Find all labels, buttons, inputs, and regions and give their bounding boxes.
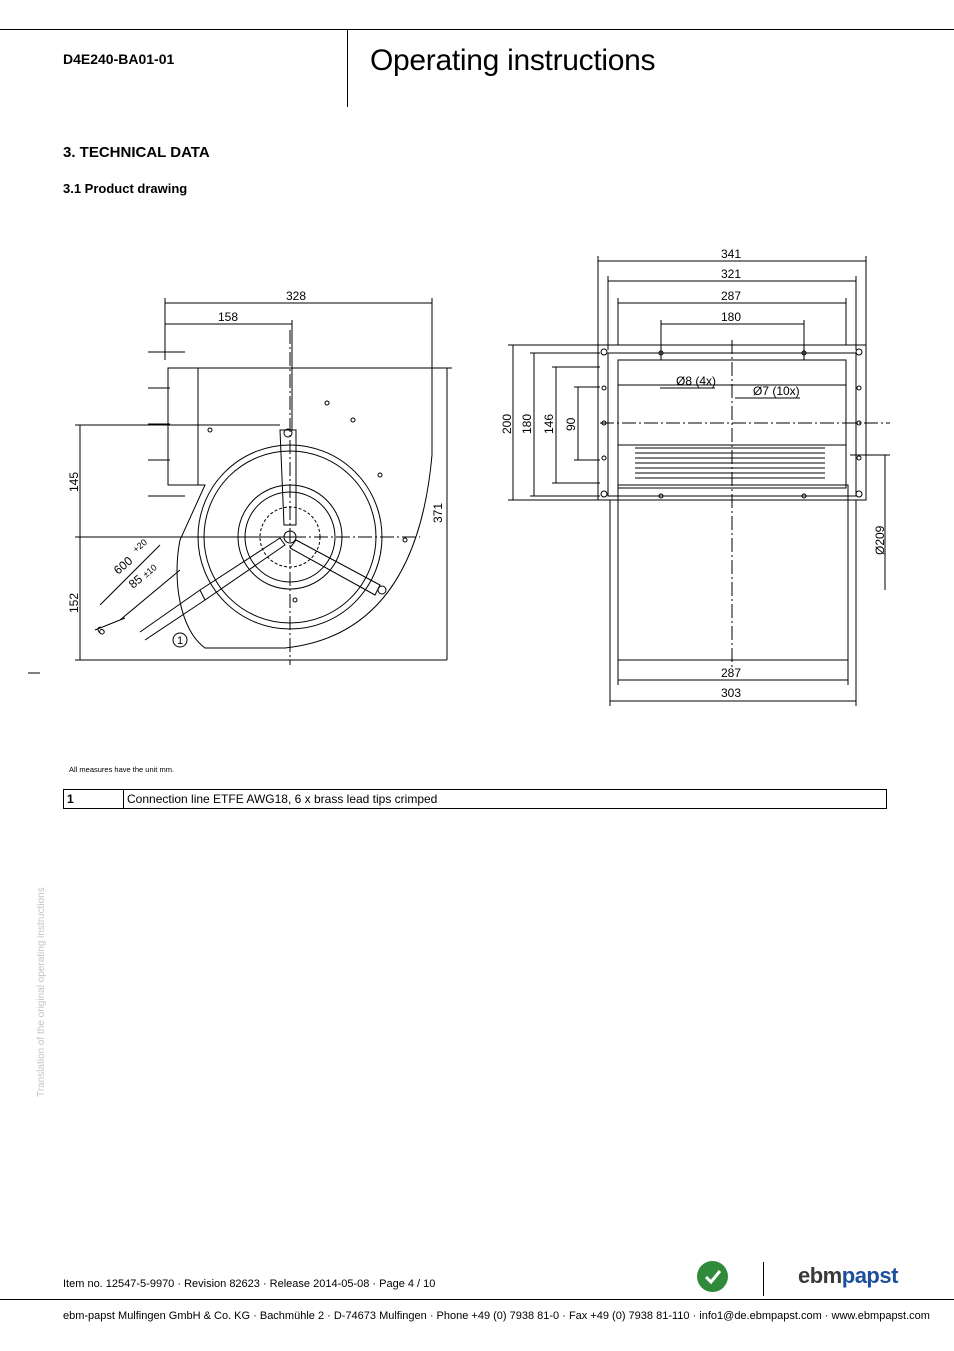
legend-number: 1 [63,789,124,809]
ebmpapst-logo: ebmpapst [798,1263,898,1289]
document-title: Operating instructions [370,44,656,77]
dim-90: 90 [564,417,578,431]
dim-287-top: 287 [721,289,741,303]
brand-divider [763,1262,764,1296]
translation-note: Translation of the original operating in… [36,887,47,1097]
legend-text: Connection line ETFE AWG18, 6 x brass le… [123,789,887,809]
dim-287-bottom: 287 [721,666,741,680]
dim-cable-600-tol: +20 [131,537,149,554]
company-address-line: ebm-papst Mulfingen GmbH & Co. KG · Bach… [63,1310,930,1322]
dim-180: 180 [721,310,741,324]
header-top-rule [0,29,954,30]
brand-ebm-text: ebm [798,1263,842,1288]
item-revision-line: Item no. 12547-5-9970 · Revision 82623 ·… [63,1278,436,1290]
legend-row: 1 Connection line ETFE AWG18, 6 x brass … [63,789,887,809]
model-number: D4E240-BA01-01 [63,51,175,67]
dim-145: 145 [67,472,81,492]
hole-8-label: Ø8 (4x) [676,374,716,388]
dim-152: 152 [67,593,81,613]
product-drawing: 328 158 145 152 371 600 +20 85 ±10 6 1 3… [28,247,890,706]
dim-341: 341 [721,247,741,261]
dim-cable-85-tol: ±10 [141,562,159,579]
units-note: All measures have the unit mm. [69,765,175,774]
brand-papst-text: papst [841,1263,899,1288]
greentech-logo [697,1261,728,1292]
footer-rule [0,1299,954,1300]
hole-7-label: Ø7 (10x) [753,384,800,398]
dim-209: Ø209 [873,525,887,555]
dim-200: 200 [500,414,514,434]
legend-table: 1 Connection line ETFE AWG18, 6 x brass … [63,789,887,809]
dim-328: 328 [286,289,306,303]
dim-146: 146 [542,414,556,434]
header-divider [347,29,348,107]
section-heading: 3. TECHNICAL DATA [63,144,210,161]
callout-1: 1 [177,635,183,647]
dim-158: 158 [218,310,238,324]
dim-180-vertical: 180 [520,414,534,434]
dim-371: 371 [431,503,445,523]
dim-303: 303 [721,686,741,700]
subsection-heading: 3.1 Product drawing [63,181,188,196]
dim-321: 321 [721,267,741,281]
